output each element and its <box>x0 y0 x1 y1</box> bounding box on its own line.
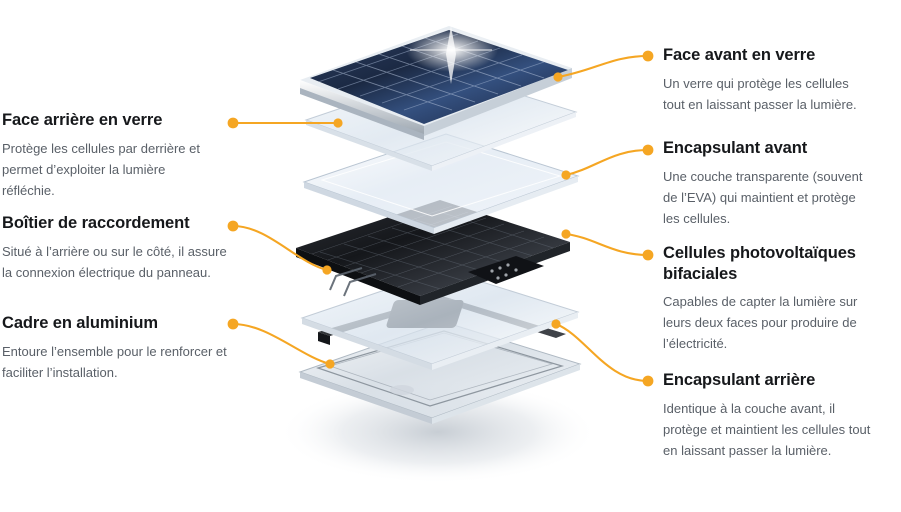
layer-front-glass-panel <box>300 26 572 140</box>
callout-cadre-en-aluminium: Cadre en aluminium Entoure l’ensemble po… <box>2 313 234 383</box>
callout-title: Boîtier de raccordement <box>2 214 190 232</box>
callout-face-avant-en-verre: Face avant en verre Un verre qui protège… <box>663 45 868 115</box>
layer-photovoltaic-cells <box>296 200 570 305</box>
callout-title: Face avant en verre <box>663 46 816 64</box>
callout-body: Identique à la couche avant, il protège … <box>663 400 871 458</box>
connector-encapsulant-avant <box>564 148 650 177</box>
dot-label-face-avant-en-verre <box>642 50 654 62</box>
drop-shadow <box>278 380 598 484</box>
dot-part-encapsulant-arriere <box>551 319 561 329</box>
dot-part-encapsulant-avant <box>561 170 571 180</box>
dot-label-encapsulant-arriere <box>642 375 654 387</box>
dot-label-face-arriere-en-verre <box>227 117 239 129</box>
connector-face-avant-en-verre <box>556 54 650 79</box>
layer-rear-encapsulant <box>300 269 580 370</box>
callout-body: Protège les cellules par derrière et per… <box>2 140 200 198</box>
callout-title: Encapsulant avant <box>663 139 808 157</box>
callout-title: Face arrière en verre <box>2 111 163 129</box>
dot-label-boitier-de-raccordement <box>227 220 239 232</box>
callout-body: Un verre qui protège les cellules tout e… <box>663 75 857 112</box>
dot-label-encapsulant-avant <box>642 144 654 156</box>
dot-part-boitier-de-raccordement <box>322 265 332 275</box>
dot-part-cellules-photovoltaiques-bifaciales <box>561 229 571 239</box>
callout-boitier-de-raccordement: Boîtier de raccordement Situé à l’arrièr… <box>2 213 232 283</box>
connector-boitier-de-raccordement <box>231 224 329 272</box>
callout-body: Capables de capter la lumière sur leurs … <box>663 294 858 352</box>
callout-body: Entoure l’ensemble pour le renforcer et … <box>2 343 227 380</box>
callout-encapsulant-avant: Encapsulant avant Une couche transparent… <box>663 138 868 229</box>
dot-label-cadre-en-aluminium <box>227 318 239 330</box>
layer-rear-glass <box>302 133 580 234</box>
dot-part-cadre-en-aluminium <box>325 359 335 369</box>
dot-part-face-avant-en-verre <box>553 72 563 82</box>
callout-title: Encapsulant arrière <box>663 371 816 389</box>
callout-body: Une couche transparente (souvent de l’EV… <box>663 168 863 226</box>
callout-cellules-photovoltaiques-bifaciales: Cellules photovoltaïques bifaciales Capa… <box>663 243 875 354</box>
callout-face-arriere-en-verre: Face arrière en verre Protège les cellul… <box>2 110 220 201</box>
connector-encapsulant-arriere <box>554 322 650 383</box>
connector-cadre-en-aluminium <box>231 322 332 366</box>
callout-title: Cellules photovoltaïques bifaciales <box>663 244 856 283</box>
dot-part-face-arriere-en-verre <box>333 118 343 128</box>
dot-label-cellules-photovoltaiques-bifaciales <box>642 249 654 261</box>
callout-title: Cadre en aluminium <box>2 314 158 332</box>
callout-encapsulant-arriere: Encapsulant arrière Identique à la couch… <box>663 370 873 461</box>
connector-cellules-photovoltaiques-bifaciales <box>564 232 650 257</box>
callout-body: Situé à l’arrière ou sur le côté, il ass… <box>2 243 227 280</box>
